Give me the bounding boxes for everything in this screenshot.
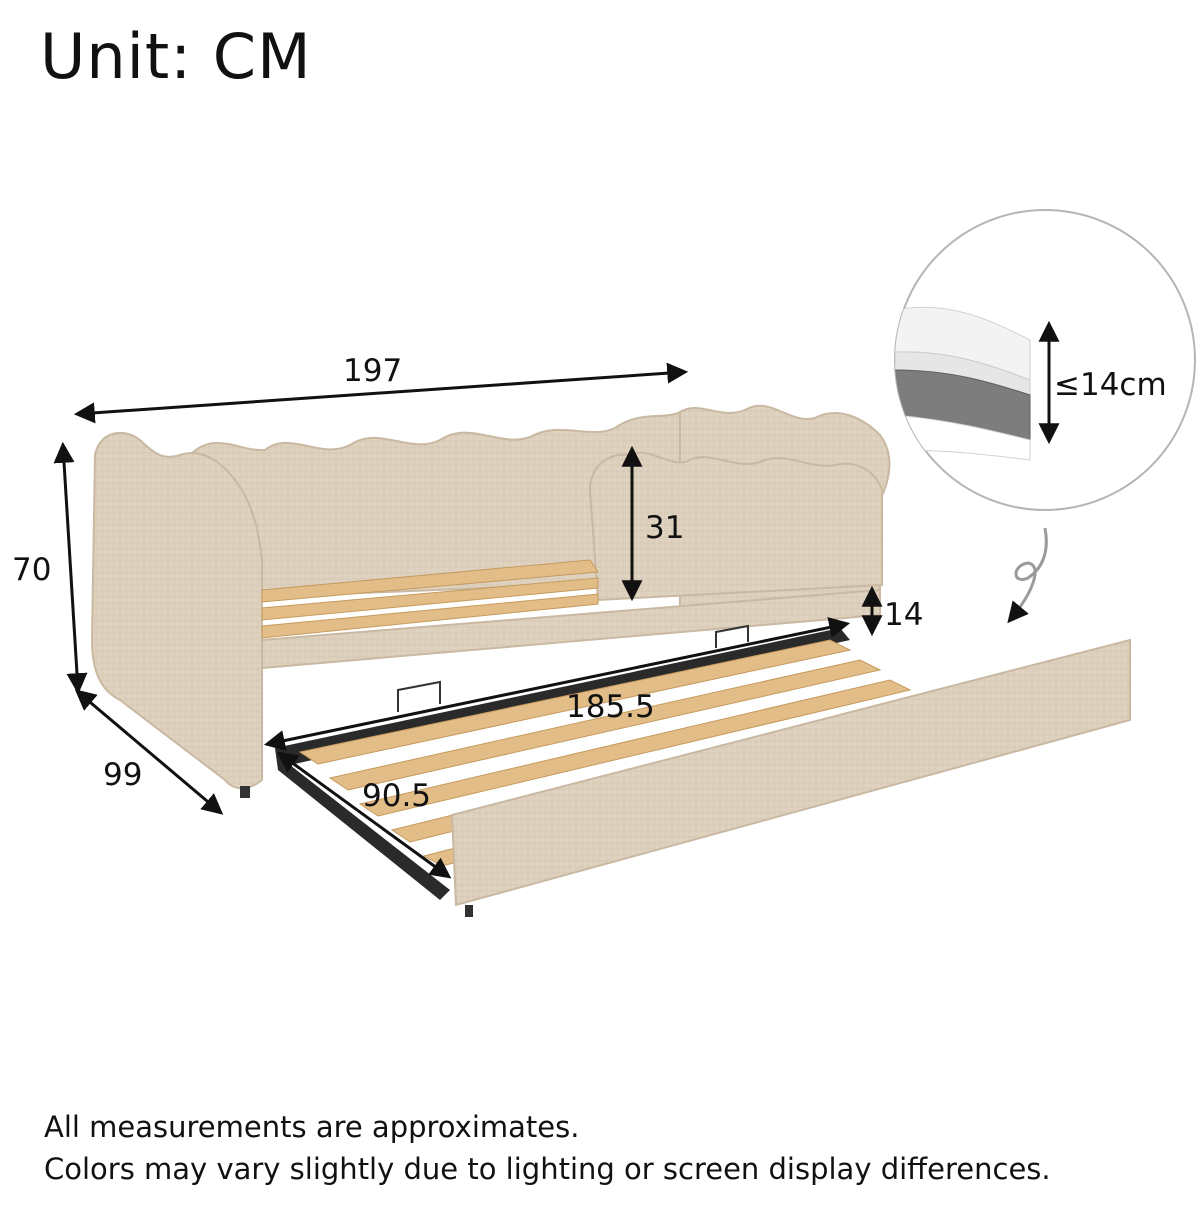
trundle-front-panel [450, 638, 1131, 907]
disclaimer-measurements: All measurements are approximates. [44, 1110, 580, 1144]
trundle-width-arrow [276, 751, 452, 879]
height-arrow [53, 441, 88, 695]
overall-length-label: 197 [343, 353, 402, 389]
trundle-length-label: 185.5 [566, 689, 655, 725]
trundle-handle-left [397, 680, 441, 712]
disclaimer-colors: Colors may vary slightly due to lighting… [44, 1152, 1051, 1186]
left-arm [90, 432, 263, 790]
bed-foot [240, 786, 250, 798]
height-label: 70 [12, 552, 51, 588]
length-arrow [73, 362, 689, 424]
disclaimer-notes: All measurements are approximates. Color… [44, 1106, 1051, 1190]
main-bed-slats [261, 559, 599, 639]
unit-title: Unit: CM [40, 20, 312, 93]
mattress-inset: ≤14cm [894, 209, 1196, 511]
mattress-thickness-label: ≤14cm [1054, 367, 1167, 403]
guardrail-height-label: 31 [645, 510, 684, 546]
curly-arrow-icon [1007, 527, 1048, 624]
trundle-width-label: 90.5 [362, 778, 431, 814]
trundle-foot [465, 905, 473, 917]
mattress-crosssection-icon [895, 306, 1031, 461]
depth-arrow [74, 689, 224, 815]
guard-rail [588, 451, 883, 602]
trundle-length-arrow [263, 617, 851, 751]
dimension-arrows [53, 362, 883, 879]
back-panel [189, 410, 681, 602]
trundle-height-label: 14 [884, 597, 923, 633]
depth-label: 99 [103, 757, 142, 793]
